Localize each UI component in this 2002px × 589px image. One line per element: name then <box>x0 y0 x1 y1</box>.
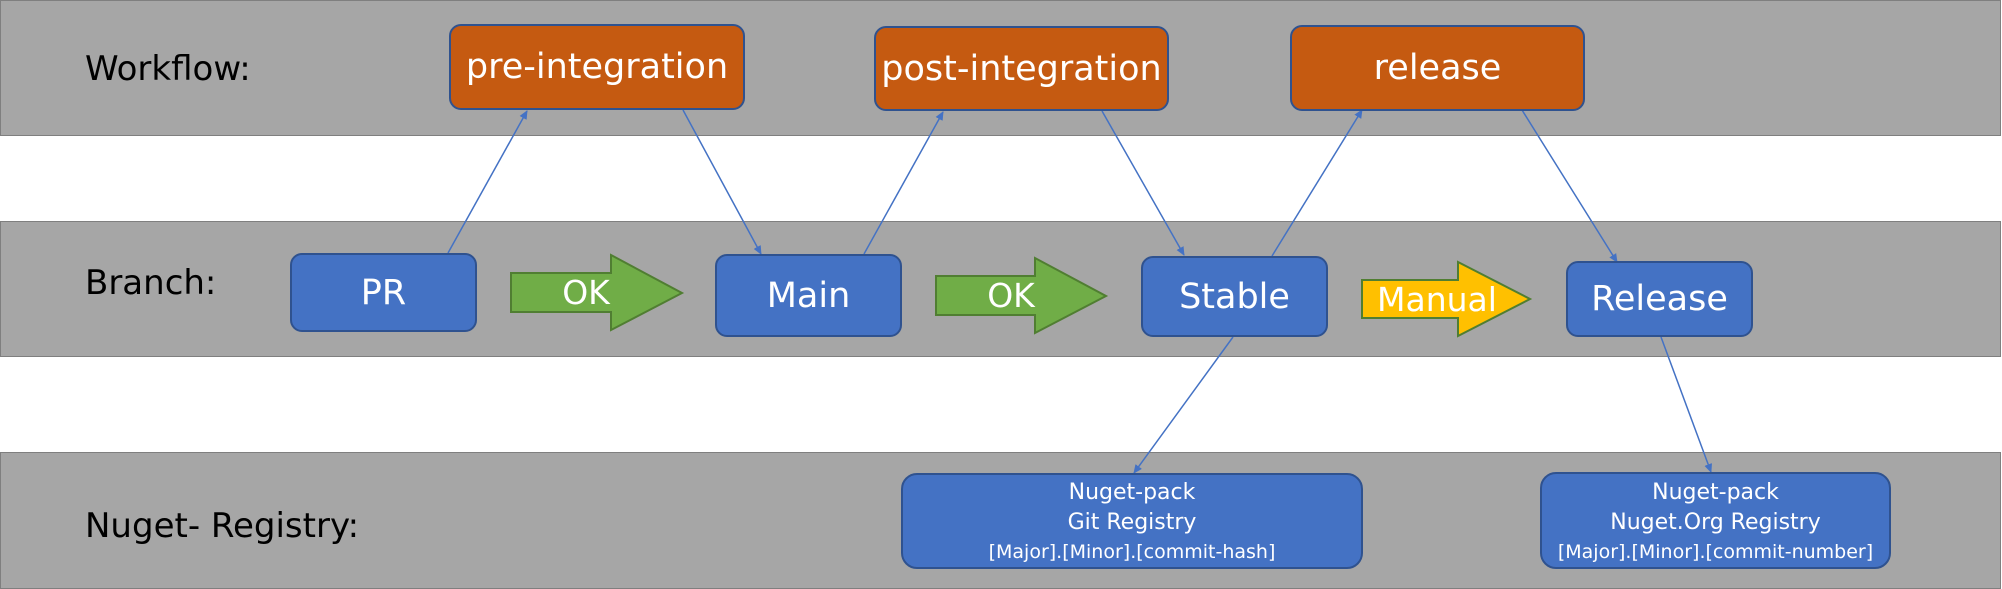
ok-label-main-to-stable: OK <box>987 276 1035 315</box>
branch-lane-label: Branch: <box>85 263 217 303</box>
branch-main: Main <box>715 254 902 337</box>
connector-pr-to-pre-integration <box>447 110 528 254</box>
manual-label-stable-to-release: Manual <box>1377 280 1497 319</box>
registry-lane-label: Nuget- Registry: <box>85 506 360 546</box>
branch-pr: PR <box>290 253 477 332</box>
branch-stable: Stable <box>1141 256 1328 337</box>
registry-git: Nuget-pack Git Registry [Major].[Minor].… <box>901 473 1363 569</box>
ok-arrow-pr-to-main <box>510 253 685 332</box>
connector-pre-integration-to-main <box>682 109 762 255</box>
registry-git-line3: [Major].[Minor].[commit-hash] <box>988 541 1276 563</box>
registry-nuget-org-line2: Nuget.Org Registry <box>1610 509 1821 535</box>
registry-nuget-org-line1: Nuget-pack <box>1652 479 1779 505</box>
ok-arrow-main-to-stable <box>935 256 1109 335</box>
workflow-lane-label: Workflow: <box>85 49 251 89</box>
connector-main-to-post-integration <box>863 111 944 255</box>
registry-git-line1: Nuget-pack <box>1068 480 1196 505</box>
branch-release: Release <box>1566 261 1753 337</box>
manual-arrow-stable-to-release <box>1361 260 1533 338</box>
connector-stable-to-git-registry <box>1133 336 1234 474</box>
ok-label-pr-to-main: OK <box>562 273 610 312</box>
workflow-pre-integration: pre-integration <box>449 24 745 110</box>
connector-stable-to-release-workflow <box>1271 109 1363 257</box>
registry-nuget-org-line3: [Major].[Minor].[commit-number] <box>1557 540 1874 563</box>
connector-post-integration-to-stable <box>1101 110 1185 256</box>
registry-git-line2: Git Registry <box>1067 510 1197 535</box>
connector-release-to-nuget-org-registry <box>1660 336 1712 473</box>
connector-release-workflow-to-release <box>1521 109 1618 263</box>
workflow-post-integration: post-integration <box>874 26 1169 111</box>
workflow-release: release <box>1290 25 1585 111</box>
registry-nuget-org: Nuget-pack Nuget.Org Registry [Major].[M… <box>1540 472 1891 569</box>
